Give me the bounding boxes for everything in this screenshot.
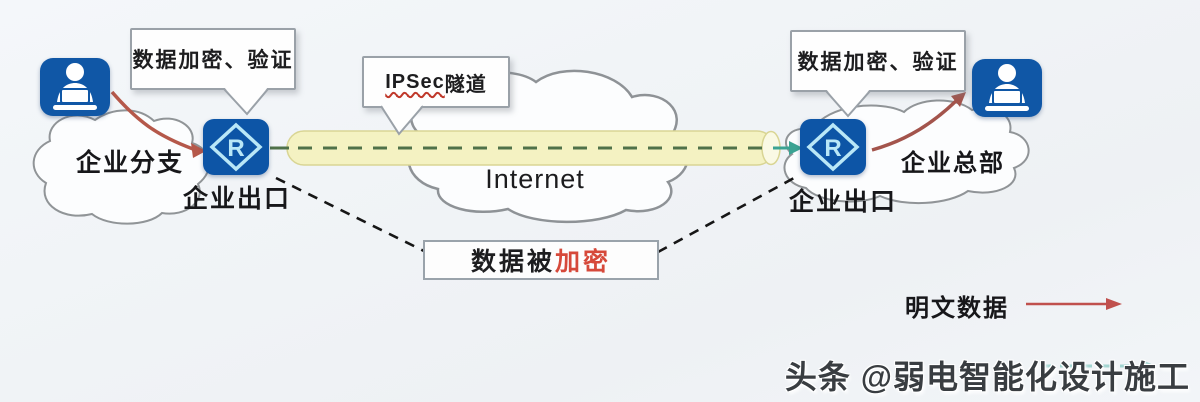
hq-router-label: 企业出口 — [788, 188, 897, 216]
encrypt-verify-callout-left-text: 数据加密、验证 — [132, 49, 294, 72]
encrypt-verify-callout-right-text: 数据加密、验证 — [797, 51, 959, 74]
branch-cloud-label: 企业分支 — [75, 149, 184, 177]
callout-left-tail — [223, 87, 269, 116]
user-laptop-glyph — [985, 64, 1029, 111]
encrypt-verify-callout-right: 数据加密、验证 — [790, 30, 966, 92]
branch-user-laptop-icon — [40, 58, 110, 116]
router-letter: R — [824, 135, 841, 162]
encrypt-verify-callout-left: 数据加密、验证 — [130, 28, 296, 90]
data-encrypted-prefix: 数据被 — [470, 248, 555, 276]
ipsec-tunnel-shape — [270, 130, 803, 166]
router-glyph: R — [209, 122, 263, 172]
watermark-text: 头条 @弱电智能化设计施工 — [784, 359, 1190, 395]
branch-router-label: 企业出口 — [182, 185, 291, 213]
router-letter: R — [227, 135, 244, 162]
user-laptop-glyph — [53, 63, 97, 110]
ipsec-label-cn: 隧道 — [444, 73, 487, 96]
hq-cloud-label: 企业总部 — [901, 150, 1005, 177]
hq-user-laptop-icon — [972, 59, 1042, 117]
callout-ipsec-tail — [380, 104, 424, 136]
data-encrypted-highlight: 加密 — [555, 248, 612, 276]
plaintext-legend-label: 明文数据 — [905, 295, 1009, 322]
router-glyph: R — [806, 122, 860, 172]
callout-right-tail — [825, 89, 871, 118]
internet-label: Internet — [485, 164, 585, 194]
plaintext-legend-arrow — [1026, 298, 1122, 310]
data-encrypted-box: 数据被加密 — [423, 240, 659, 280]
branch-router-icon: R — [203, 119, 269, 175]
plaintext-arrow-right — [871, 92, 966, 152]
ipsec-label-en: IPSec — [385, 70, 445, 93]
hq-router-icon: R — [800, 119, 866, 175]
